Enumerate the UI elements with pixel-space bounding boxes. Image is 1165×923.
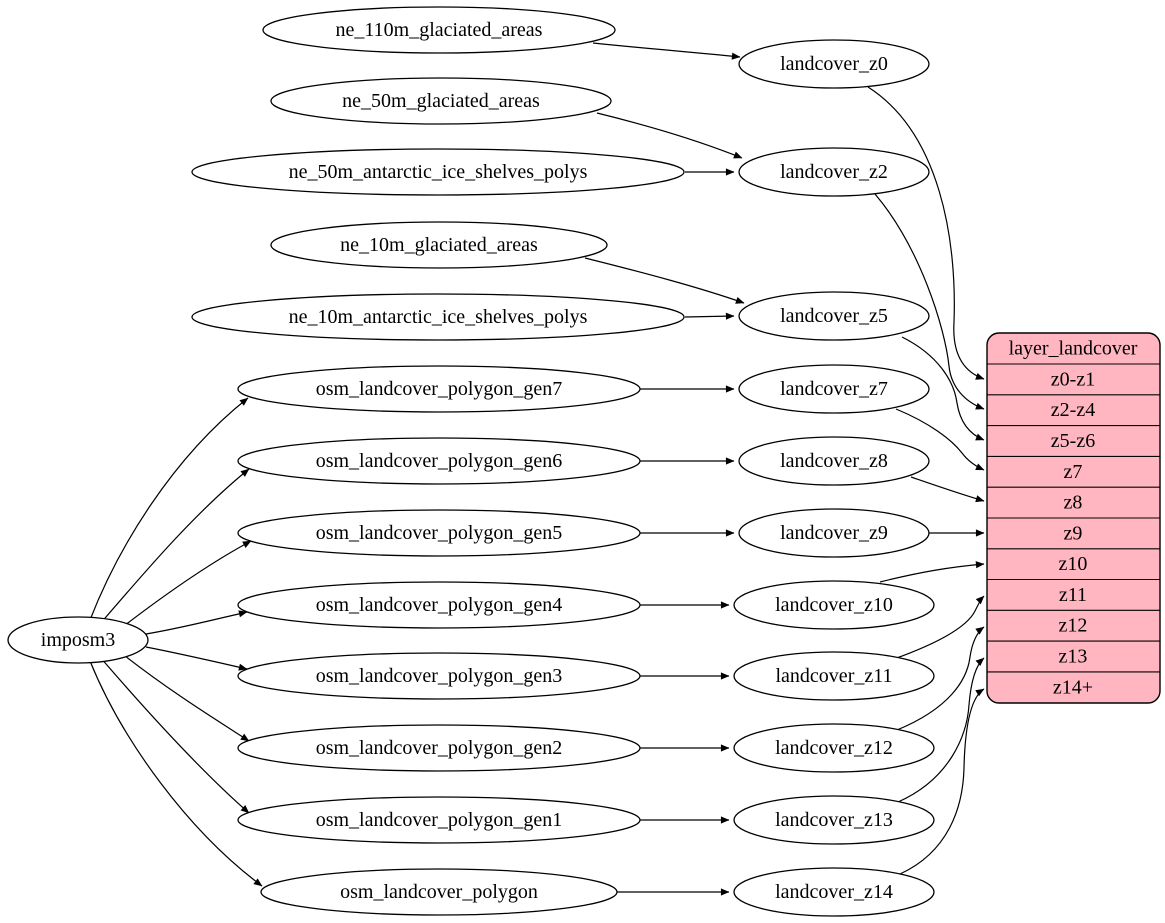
edge-imposm3-to-gen3: [145, 646, 248, 671]
svg-text:imposm3: imposm3: [41, 629, 115, 651]
node-landcover-z13: landcover_z13: [733, 795, 935, 845]
svg-text:landcover_z12: landcover_z12: [775, 737, 893, 759]
svg-text:ne_10m_glaciated_areas: ne_10m_glaciated_areas: [340, 234, 538, 256]
svg-text:ne_50m_glaciated_areas: ne_50m_glaciated_areas: [342, 90, 540, 112]
edge-z13-to-row-z13: [897, 657, 985, 803]
edge-ne-10m-antarctic-to-z5: [684, 312, 735, 320]
layer-table-row-z13: z13: [1059, 646, 1088, 668]
edges-layer: [89, 42, 985, 896]
layer-table-row-z12: z12: [1059, 615, 1088, 637]
edge-z10-to-row-z10: [879, 561, 985, 583]
svg-text:landcover_z2: landcover_z2: [780, 161, 888, 183]
edge-ne-50m-glaciated-to-z2: [596, 112, 743, 159]
edge-imposm3-to-gen6: [99, 468, 250, 625]
nodes-layer: ne_110m_glaciated_areas ne_50m_glaciated…: [7, 6, 935, 917]
svg-text:ne_10m_antarctic_ice_shelves_p: ne_10m_antarctic_ice_shelves_polys: [289, 306, 588, 328]
svg-text:osm_landcover_polygon_gen2: osm_landcover_polygon_gen2: [316, 737, 563, 759]
edge-imposm3-to-gen4: [145, 610, 248, 635]
edge-z5-to-row-z5-z6: [901, 336, 985, 441]
node-landcover-z7: landcover_z7: [738, 364, 930, 414]
node-landcover-z12: landcover_z12: [733, 723, 935, 773]
node-osm-landcover-polygon-gen3: osm_landcover_polygon_gen3: [237, 652, 641, 700]
node-landcover-z5: landcover_z5: [738, 291, 930, 341]
node-layer-landcover-table: layer_landcover z0-z1 z2-z4 z5-z6 z7 z8 …: [986, 332, 1161, 704]
svg-text:landcover_z13: landcover_z13: [775, 809, 893, 831]
node-landcover-z10: landcover_z10: [733, 580, 935, 630]
layer-table-row-z14plus: z14+: [1053, 676, 1093, 698]
svg-text:landcover_z8: landcover_z8: [780, 450, 888, 472]
node-osm-landcover-polygon-gen4: osm_landcover_polygon_gen4: [237, 581, 641, 629]
svg-text:landcover_z7: landcover_z7: [780, 378, 888, 400]
node-osm-landcover-polygon-gen6: osm_landcover_polygon_gen6: [237, 437, 641, 485]
edge-z12-to-row-z12: [896, 626, 985, 731]
svg-text:landcover_z11: landcover_z11: [776, 665, 893, 687]
edge-imposm3-to-gen2: [119, 651, 250, 742]
node-landcover-z11: landcover_z11: [733, 651, 935, 701]
svg-text:landcover_z5: landcover_z5: [780, 305, 888, 327]
svg-text:ne_50m_antarctic_ice_shelves_p: ne_50m_antarctic_ice_shelves_polys: [289, 161, 588, 183]
svg-text:osm_landcover_polygon_gen6: osm_landcover_polygon_gen6: [316, 450, 563, 472]
svg-text:osm_landcover_polygon_gen3: osm_landcover_polygon_gen3: [316, 665, 563, 687]
node-landcover-z8: landcover_z8: [738, 436, 930, 486]
layer-table-row-z8: z8: [1064, 492, 1083, 514]
layer-table-row-z2-z4: z2-z4: [1051, 399, 1095, 421]
node-ne-50m-antarctic-ice-shelves-polys: ne_50m_antarctic_ice_shelves_polys: [191, 148, 685, 196]
node-osm-landcover-polygon: osm_landcover_polygon: [260, 868, 618, 916]
edge-z8-to-row-z8: [910, 476, 985, 503]
edge-imposm3-to-gen1: [99, 656, 250, 814]
svg-text:osm_landcover_polygon_gen1: osm_landcover_polygon_gen1: [316, 809, 563, 831]
svg-text:osm_landcover_polygon_gen5: osm_landcover_polygon_gen5: [316, 522, 563, 544]
node-osm-landcover-polygon-gen5: osm_landcover_polygon_gen5: [237, 509, 641, 557]
layer-table-row-z7: z7: [1064, 461, 1083, 483]
node-osm-landcover-polygon-gen2: osm_landcover_polygon_gen2: [237, 724, 641, 772]
layer-table-row-z9: z9: [1064, 522, 1083, 544]
layer-table-row-z10: z10: [1059, 553, 1088, 575]
svg-text:landcover_z9: landcover_z9: [780, 522, 888, 544]
svg-text:osm_landcover_polygon: osm_landcover_polygon: [340, 881, 538, 903]
node-imposm3: imposm3: [7, 616, 149, 664]
edge-z2-to-row-z2-z4: [874, 193, 985, 410]
node-osm-landcover-polygon-gen7: osm_landcover_polygon_gen7: [237, 365, 641, 413]
layer-table-row-z5-z6: z5-z6: [1051, 430, 1095, 452]
edge-ne-10m-glaciated-to-z5: [584, 257, 745, 304]
edge-imposm3-to-gen7: [89, 397, 249, 621]
edge-imposm3-to-polygon: [89, 660, 263, 887]
svg-text:osm_landcover_polygon_gen7: osm_landcover_polygon_gen7: [316, 378, 563, 400]
svg-text:osm_landcover_polygon_gen4: osm_landcover_polygon_gen4: [316, 594, 563, 616]
layer-table-row-z0-z1: z0-z1: [1051, 368, 1095, 390]
svg-text:landcover_z0: landcover_z0: [780, 53, 888, 75]
node-landcover-z0: landcover_z0: [738, 39, 930, 89]
node-ne-10m-glaciated-areas: ne_10m_glaciated_areas: [270, 221, 608, 269]
edge-ne-110m-glaciated-to-z0: [592, 42, 741, 60]
node-landcover-z9: landcover_z9: [738, 508, 930, 558]
node-osm-landcover-polygon-gen1: osm_landcover_polygon_gen1: [237, 796, 641, 844]
edge-z0-to-row-z0-z1: [867, 86, 985, 380]
edge-z7-to-row-z7: [895, 408, 985, 471]
layer-table-title: layer_landcover: [1009, 338, 1138, 360]
edge-imposm3-to-gen5: [119, 540, 252, 630]
node-ne-110m-glaciated-areas: ne_110m_glaciated_areas: [262, 6, 616, 54]
node-landcover-z14: landcover_z14: [733, 867, 935, 917]
edge-z14-to-row-z14plus: [899, 688, 985, 875]
layer-table-row-z11: z11: [1059, 584, 1087, 606]
node-ne-50m-glaciated-areas: ne_50m_glaciated_areas: [270, 77, 612, 125]
node-landcover-z2: landcover_z2: [738, 147, 930, 197]
edge-z11-to-row-z11: [893, 595, 985, 660]
svg-text:ne_110m_glaciated_areas: ne_110m_glaciated_areas: [336, 19, 543, 41]
node-ne-10m-antarctic-ice-shelves-polys: ne_10m_antarctic_ice_shelves_polys: [191, 293, 685, 341]
svg-text:landcover_z14: landcover_z14: [775, 881, 893, 903]
svg-text:landcover_z10: landcover_z10: [775, 594, 893, 616]
